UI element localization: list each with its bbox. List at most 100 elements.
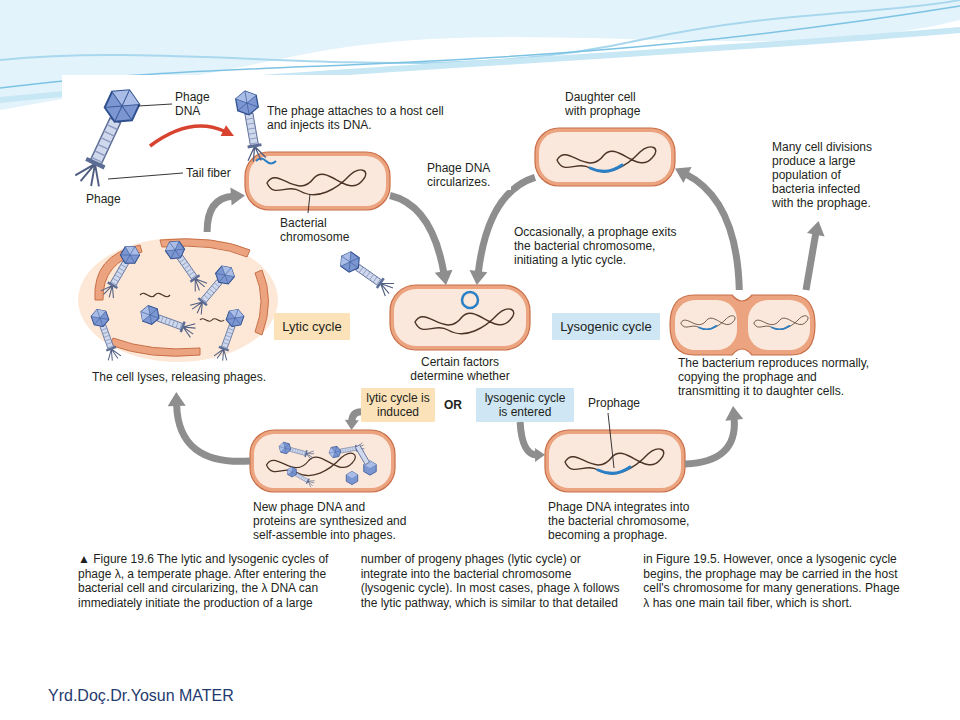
slide-background [0,0,960,63]
arrow-head [535,448,545,462]
part-label: Tail fiber [186,166,231,180]
bacterial-cell [539,132,671,182]
bacterial-cell [535,128,675,186]
cell-node: The phage attaches to a host cell and in… [245,152,390,210]
inject-arrow [150,126,224,146]
cell-node: Phage DNA integrates into the bacterial … [545,430,685,492]
bacterial-cell [394,289,526,346]
lysed-cell [78,237,278,362]
bacterial-cell [549,434,681,488]
slide-background [62,75,910,642]
part-label: Many cell divisions produce a large popu… [772,140,884,210]
arrow-head [168,392,186,406]
part-label: Phage DNA [175,90,215,118]
step-description: The bacterium reproduces normally, copyi… [678,356,877,398]
lysed-cell [163,237,209,293]
step-description: The phage attaches to a host cell and in… [267,104,452,132]
cycle-arrow [520,422,545,462]
bacterial-cell [415,309,514,334]
step-description: Certain factors determine whether [400,355,520,383]
edge-label: Occasionally, a prophage exits the bacte… [512,224,691,268]
box-label: lytic cycle is induced [366,391,430,419]
phage-drawing [72,84,143,190]
cycle-arrow-line [177,404,250,461]
step-description: Daughter cell with prophage [565,90,650,118]
cell-node: New phage DNA and proteins are synthesiz… [250,430,395,492]
cycle-box: lysogenic cycle is entered [476,388,574,422]
author-credit: Yrd.Doç.Dr.Yosun MATER [48,686,234,705]
inject-arrow [221,125,234,136]
cycle-arrow-line [520,422,537,455]
bacterial-cell [681,316,735,330]
part-label: Prophage [588,396,640,410]
arrow-head [230,187,245,205]
bacterial-cell [565,449,664,474]
bacterial-cell [245,128,815,492]
step-description: The cell lyses, releasing phages. [92,370,287,384]
cell-node: The bacterium reproduces normally, copyi… [670,290,880,406]
phage-drawing [337,249,397,298]
bacterial-cell [249,156,386,206]
leader-line [108,104,614,468]
cell-node: The cell lyses, releasing phages. [80,232,285,392]
arrow-head [470,270,488,285]
bacterial-cell [267,170,366,195]
lysed-cell [213,307,246,362]
lysed-cell [255,270,269,335]
step-description: Phage DNA integrates into the bacterial … [548,500,698,542]
lysed-cell [138,304,197,339]
bacterial-cell [462,292,478,308]
arrow-head [435,270,453,285]
bacterial-cell [545,430,685,492]
cycle-box: Lysogenic cycle [552,313,660,340]
lysed-cell [110,338,200,356]
cell-node: Daughter cell with prophage [535,128,675,186]
part-label: Phage [86,192,121,206]
division-arrow [806,221,825,290]
division-arrow [807,221,825,236]
bacterial-cell [772,326,790,330]
bacterial-cell [278,441,315,460]
arrow-head [345,420,359,430]
lysed-cell [78,238,278,362]
bacterial-cell [675,300,737,350]
bacterial-cell [250,430,395,492]
figure-caption: ▲ Figure 19.6 The lytic and lysogenic cy… [78,552,904,610]
cycle-arrow-line [390,196,444,274]
cycle-arrow [168,392,250,461]
cycle-arrow-line [685,418,734,464]
cell-node: Certain factors determine whether [390,285,530,350]
part-label: OR [444,398,462,413]
bacterial-cell [557,147,656,172]
bacterial-cell [670,295,815,355]
bacterial-cell [245,152,390,210]
bacterial-cell [390,285,530,350]
bacterial-cell [346,471,357,484]
arrow-head [725,406,743,421]
cycle-arrow-line [207,196,233,232]
inject-arrow [150,125,234,146]
bacterial-cell [699,326,717,330]
cycle-arrow [685,406,743,464]
bacterial-cell [285,466,315,488]
cycle-arrow [345,412,361,430]
bacterial-cell [754,316,808,330]
bacterial-cell [254,434,391,488]
edge-label: Phage DNA circularizes. [425,160,511,190]
step-description: New phage DNA and proteins are synthesiz… [253,500,409,542]
division-arrow [806,232,816,290]
bacterial-cell [355,445,369,465]
cycle-box: Lytic cycle [274,313,350,340]
cycle-arrow [390,196,453,286]
bacterial-cell [748,300,810,350]
arrow-head [675,167,692,183]
lysed-cell [99,243,142,301]
lysed-cell [188,262,237,316]
lysed-cell [90,307,123,362]
box-label: lysogenic cycle is entered [481,391,569,419]
phage-drawing [235,89,268,163]
box-label: Lysogenic cycle [560,319,652,334]
